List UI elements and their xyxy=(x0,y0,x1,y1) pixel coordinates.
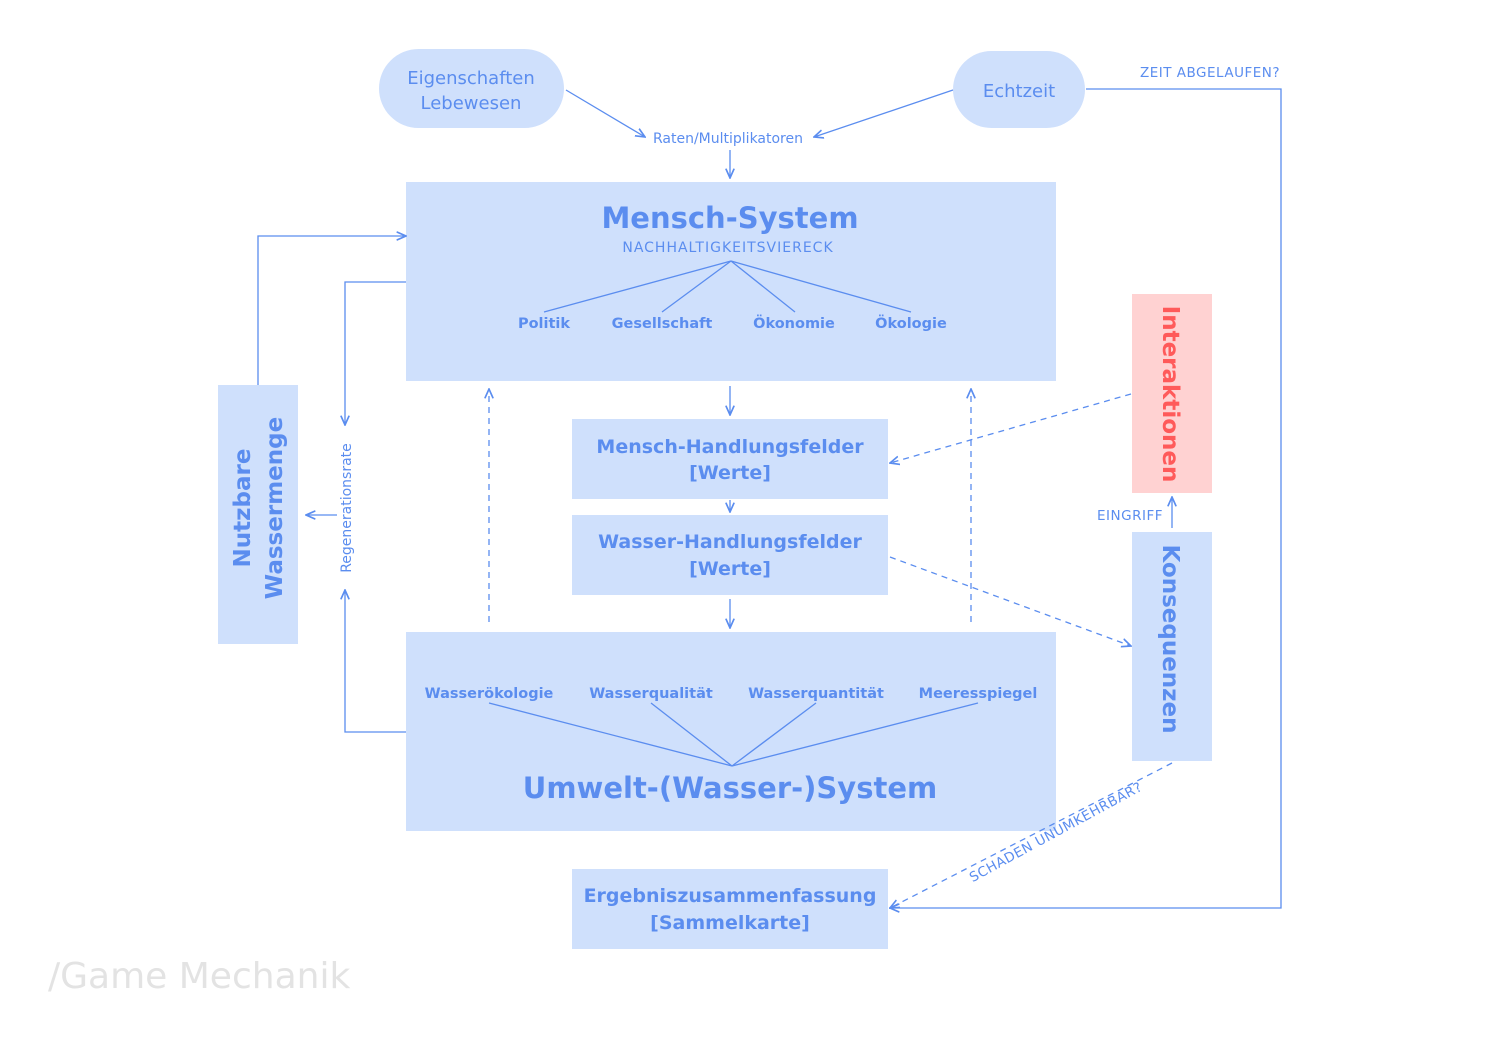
mensch-system-fan-lines xyxy=(543,260,912,313)
dashed-arrow-konsequenzen-to-ergebnis xyxy=(890,762,1173,908)
nutzbare-label: Nutzbare xyxy=(230,449,256,568)
echtzeit-label: Echtzeit xyxy=(983,81,1055,102)
zeit-abgelaufen-label: ZEIT ABGELAUFEN? xyxy=(1140,65,1280,81)
interaktionen-label: Interaktionen xyxy=(1157,306,1183,483)
dashed-arrow-wasser-handlungsfelder-to-konsequenzen xyxy=(889,556,1131,646)
arrow-mensch-system-to-regeneration xyxy=(345,281,406,425)
ergebnis-title: Ergebniszusammenfassung xyxy=(584,885,877,907)
dashed-arrow-interaktionen-to-mensch-handlungsfelder xyxy=(890,393,1132,463)
eingriff-label: EINGRIFF xyxy=(1097,508,1163,524)
echtzeit-node xyxy=(953,51,1085,128)
eigenschaften-lebewesen-node xyxy=(379,49,564,128)
ergebnis-sammelkarte: [Sammelkarte] xyxy=(650,912,810,934)
wassermenge-label: Wassermenge xyxy=(262,417,288,599)
wasserqualitaet-label: Wasserqualität xyxy=(589,686,713,702)
ergebnis-box xyxy=(572,869,888,949)
mensch-system-box xyxy=(406,182,1056,381)
mensch-handlungsfelder-werte: [Werte] xyxy=(689,462,771,484)
lebewesen-label: Lebewesen xyxy=(421,93,522,114)
wasser-handlungsfelder-box xyxy=(572,515,888,595)
umwelt-system-fan-lines xyxy=(488,702,979,767)
raten-multiplikatoren-label: Raten/Multiplikatoren xyxy=(653,131,803,147)
gesellschaft-label: Gesellschaft xyxy=(612,316,713,332)
mensch-handlungsfelder-box xyxy=(572,419,888,499)
umwelt-system-title: Umwelt-(Wasser-)System xyxy=(523,771,937,805)
konsequenzen-box xyxy=(1132,532,1212,761)
wasserquantitaet-label: Wasserquantität xyxy=(748,686,884,702)
wasser-handlungsfelder-title: Wasser-Handlungsfelder xyxy=(598,531,862,553)
mensch-system-title: Mensch-System xyxy=(601,201,858,235)
footer-title: /Game Mechanik xyxy=(48,956,350,997)
arrow-eigenschaften-to-raten xyxy=(565,89,645,137)
arrow-echtzeit-to-raten xyxy=(814,89,954,137)
arrow-nutzbare-to-mensch-system xyxy=(257,236,406,385)
oekologie-label: Ökologie xyxy=(875,314,947,332)
konsequenzen-label: Konsequenzen xyxy=(1157,544,1183,733)
mensch-handlungsfelder-title: Mensch-Handlungsfelder xyxy=(596,436,864,458)
regenerationsrate-label: Regenerationsrate xyxy=(339,443,355,573)
nutzbare-wassermenge-box xyxy=(218,385,298,644)
meeresspiegel-label: Meeresspiegel xyxy=(919,686,1038,702)
arrow-zeit-abgelaufen-to-ergebnis xyxy=(890,88,1282,908)
interaktionen-box xyxy=(1132,294,1212,493)
nachhaltigkeitsviereck-subtitle: NACHHALTIGKEITSVIERECK xyxy=(622,240,833,256)
umwelt-system-box xyxy=(406,632,1056,831)
oekonomie-label: Ökonomie xyxy=(753,314,835,332)
wasser-handlungsfelder-werte: [Werte] xyxy=(689,558,771,580)
eigenschaften-label: Eigenschaften xyxy=(407,68,535,89)
arrow-umwelt-to-regeneration xyxy=(345,590,406,733)
wasseroekologie-label: Wasserökologie xyxy=(425,686,554,702)
politik-label: Politik xyxy=(518,316,570,332)
